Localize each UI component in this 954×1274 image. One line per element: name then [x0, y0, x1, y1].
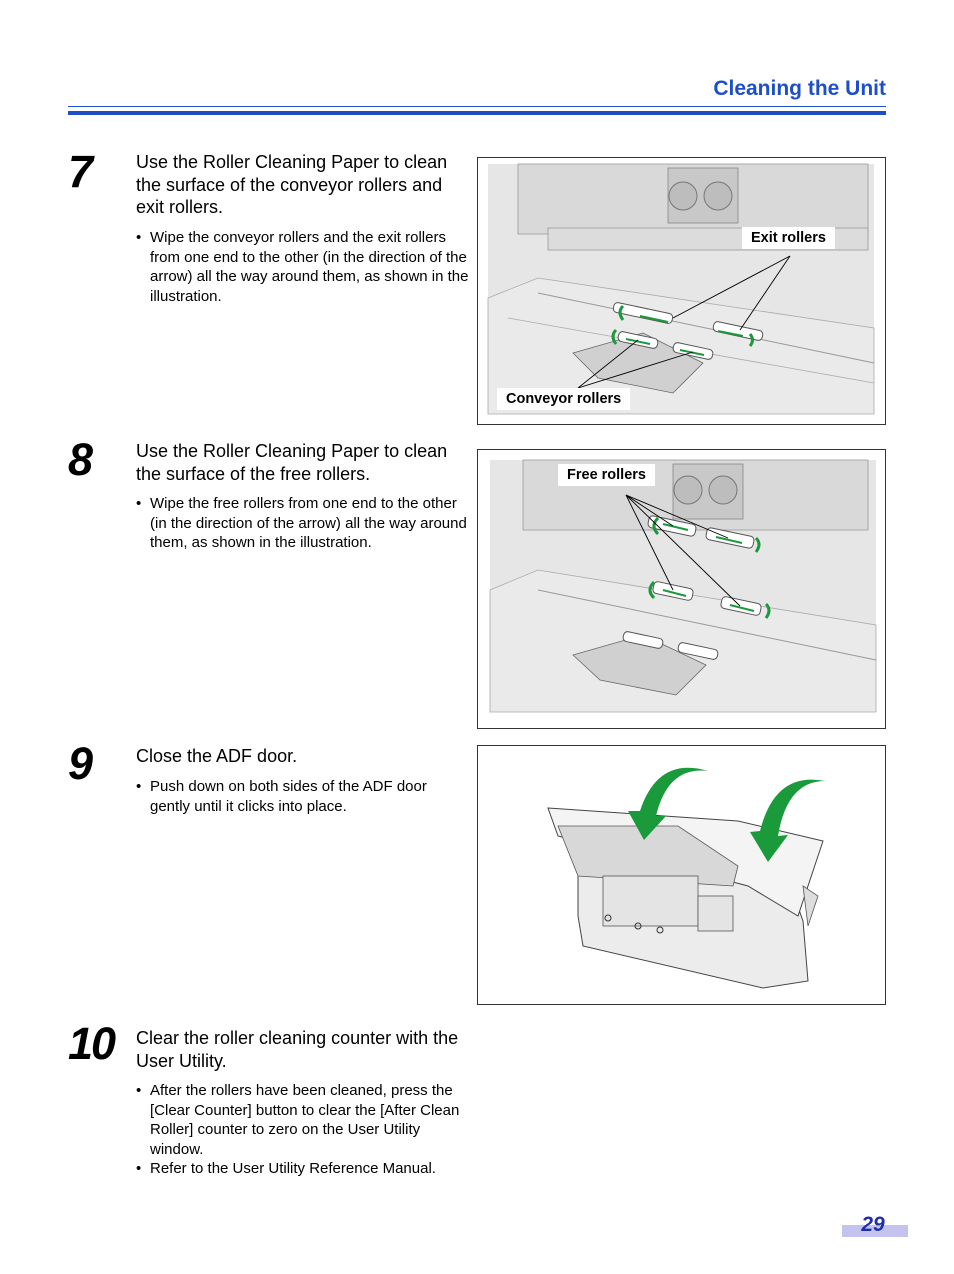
step-10-bullets: After the rollers have been cleaned, pre… — [136, 1081, 470, 1179]
figure-free-rollers: Free rollers — [477, 449, 886, 729]
step-9-bullet: Push down on both sides of the ADF door … — [136, 777, 470, 816]
section-title: Cleaning the Unit — [713, 77, 886, 100]
label-conveyor-rollers: Conveyor rollers — [497, 388, 631, 410]
step-10-text: Clear the roller cleaning counter with t… — [136, 1028, 459, 1071]
step-8-number: 8 — [68, 434, 93, 485]
label-free-rollers: Free rollers — [558, 464, 655, 486]
figure-close-adf-door — [477, 745, 886, 1005]
header-rule-thin — [68, 106, 886, 107]
step-10-bullet: After the rollers have been cleaned, pre… — [136, 1081, 470, 1159]
step-8-bullets: Wipe the free rollers from one end to th… — [136, 494, 470, 553]
step-7-bullets: Wipe the conveyor rollers and the exit r… — [136, 228, 470, 306]
step-8-bullet: Wipe the free rollers from one end to th… — [136, 494, 470, 553]
step-9-text: Close the ADF door. — [136, 746, 298, 766]
step-7-bullet: Wipe the conveyor rollers and the exit r… — [136, 228, 470, 306]
header-rule-thick — [68, 111, 886, 115]
step-8-text: Use the Roller Cleaning Paper to clean t… — [136, 441, 448, 484]
step-9-number: 9 — [68, 738, 93, 789]
step-7-number: 7 — [68, 146, 93, 197]
scanner-adf-door-illustration — [547, 767, 825, 989]
step-7-text: Use the Roller Cleaning Paper to clean t… — [136, 152, 448, 217]
label-exit-rollers: Exit rollers — [742, 227, 835, 249]
step-10-bullet: Refer to the User Utility Reference Manu… — [136, 1159, 470, 1179]
page-number: 29 — [861, 1213, 885, 1236]
scanner-interior-illustration — [487, 163, 875, 415]
page-number-tab — [842, 1225, 908, 1237]
figure-conveyor-exit-rollers: Exit rollers Conveyor rollers — [477, 157, 886, 425]
step-9-bullets: Push down on both sides of the ADF door … — [136, 777, 470, 816]
step-10-number: 10 — [68, 1018, 116, 1069]
scanner-free-rollers-illustration — [489, 459, 877, 713]
